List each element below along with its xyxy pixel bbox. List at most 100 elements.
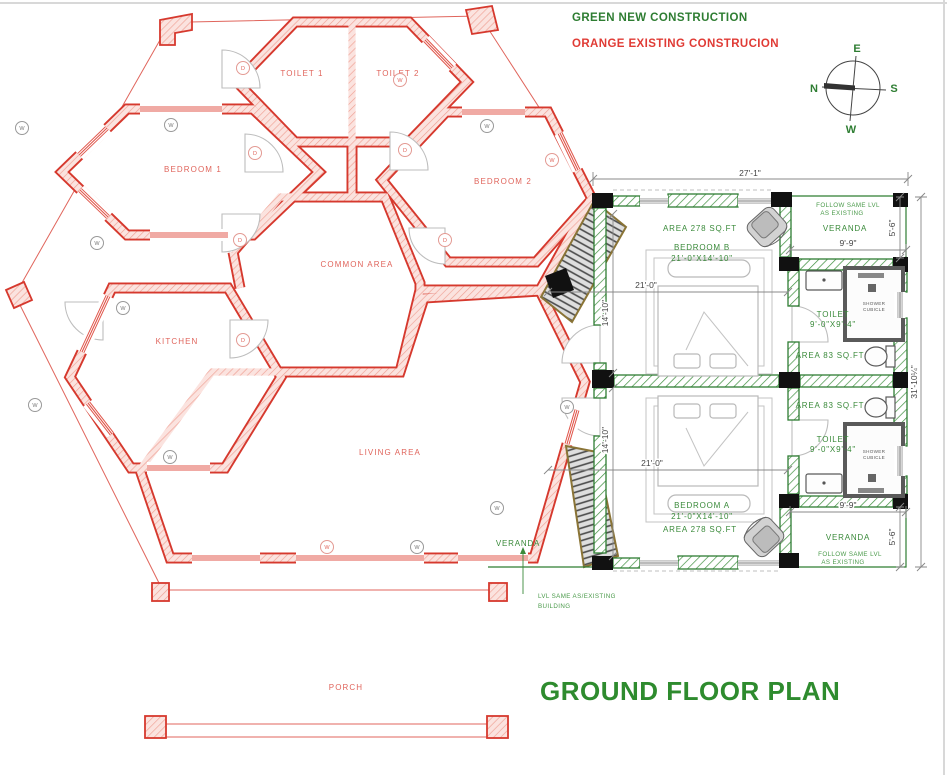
porch <box>144 715 509 739</box>
label-bedroom-a-size: 21'-0"X14'-10" <box>671 512 733 521</box>
fixtures <box>645 206 905 558</box>
roof-corner-chunk-tr <box>464 4 500 36</box>
window-tag-letter: W <box>414 545 420 551</box>
legend-new-construction: GREEN NEW CONSTRUCTION <box>572 12 748 24</box>
door-tag-badge <box>438 233 452 247</box>
roof-corner-chunk-left <box>4 280 34 310</box>
door-tag-letter: D <box>238 238 242 244</box>
label-toilet-bottom-size: 9'-0"X9'-4" <box>810 445 856 454</box>
wc-bottom <box>864 396 896 419</box>
label-veranda-bottom: VERANDA <box>826 533 870 542</box>
door-tag-letter: D <box>403 148 407 154</box>
armchair-bottom <box>743 516 785 558</box>
dim-veranda-height-bottom: 5'-6" <box>887 529 897 546</box>
dim-veranda-height-top: 5'-6" <box>887 220 897 237</box>
window-tag-badge <box>393 73 407 87</box>
bed-bedroom-b <box>645 249 773 377</box>
door-tag-letter: D <box>241 338 245 344</box>
dim-total-width: 27'-1" <box>739 168 761 178</box>
porch-column-left <box>144 715 167 739</box>
ramp-bottom <box>564 444 620 569</box>
door-tag-letter: D <box>253 151 257 157</box>
label-shower-bottom-2: CUBICLE <box>863 455 885 460</box>
sink-top <box>805 270 843 291</box>
window-tag-badge <box>480 119 494 133</box>
window-tag-badge <box>410 540 424 554</box>
window-glyph <box>81 295 109 353</box>
window-glyph <box>424 39 453 69</box>
window-tag-badge <box>545 153 559 167</box>
label-veranda-bottom-note2: AS EXISTING <box>821 559 864 566</box>
window-glyph <box>566 409 578 445</box>
leader-arrow <box>520 547 526 554</box>
door-tag-letter: D <box>443 238 447 244</box>
window-tag-letter: W <box>120 306 126 312</box>
label-shower-top-2: CUBICLE <box>863 307 885 312</box>
window-tag-letter: W <box>564 405 570 411</box>
compass-w: W <box>846 124 857 136</box>
label-toilet-bottom-area: AREA 83 SQ.FT <box>796 401 865 410</box>
dim-veranda-width-bottom: 9'-9" <box>840 500 857 510</box>
window-tag-letter: W <box>94 241 100 247</box>
label-shower-top-1: SHOWER <box>863 301 886 306</box>
compass-n: N <box>810 83 818 95</box>
porch-column-right <box>486 715 509 739</box>
window-tag-badge <box>320 540 334 554</box>
door-tag-badge <box>236 333 250 347</box>
window-glyph <box>78 127 108 156</box>
legend-existing-construction: ORANGE EXISTING CONSTRUCION <box>572 38 779 50</box>
new-construction <box>488 189 908 572</box>
dim-room-width-bottom: 21'-0" <box>641 458 663 468</box>
dim-total-height: 31'-10¼" <box>909 365 919 398</box>
compass: E S W N <box>810 43 898 136</box>
label-bedroom1: BEDROOM 1 <box>164 165 222 174</box>
label-common-area: COMMON AREA <box>321 260 394 269</box>
page-title: GROUND FLOOR PLAN <box>540 676 840 706</box>
door-tag-badge <box>236 61 250 75</box>
label-veranda-top: VERANDA <box>823 224 867 233</box>
window-tag-letter: W <box>324 545 330 551</box>
window-tag-letter: W <box>167 455 173 461</box>
window-tag-badge <box>490 501 504 515</box>
window-tag-badge <box>163 450 177 464</box>
window-tag-badge <box>164 118 178 132</box>
window-tag-badge <box>560 400 574 414</box>
label-bedroom-a: BEDROOM A <box>674 501 730 510</box>
compass-e: E <box>853 43 860 55</box>
shower-cubicle-bottom <box>843 422 905 498</box>
label-bedroom-b: BEDROOM B <box>674 243 730 252</box>
window-tag-badge <box>15 121 29 135</box>
label-veranda-top-note2: AS EXISTING <box>820 210 863 217</box>
label-bedroom2: BEDROOM 2 <box>474 177 532 186</box>
windows-layer <box>74 35 906 569</box>
label-lvl-note-2: BUILDING <box>538 603 570 610</box>
window-tag-badge <box>90 236 104 250</box>
window-tag-letter: W <box>484 124 490 130</box>
door-tag-badge <box>233 233 247 247</box>
bed-bedroom-a <box>645 395 773 523</box>
window-tag-letter: W <box>397 78 403 84</box>
label-toilet-bottom: TOILET <box>817 435 850 444</box>
label-living-area: LIVING AREA <box>359 448 421 457</box>
label-toilet-top-size: 9'-0"X9'-4" <box>810 320 856 329</box>
compass-needle <box>824 83 855 91</box>
label-kitchen: KITCHEN <box>156 337 199 346</box>
label-toilet1: TOILET 1 <box>280 69 323 78</box>
door-tag-badge <box>398 143 412 157</box>
label-veranda-top-note1: FOLLOW SAME LVL <box>816 202 880 209</box>
dim-room-height-top: 14'-10" <box>600 300 610 326</box>
window-glyph <box>79 189 109 218</box>
ramp-top-block <box>545 268 574 298</box>
dim-room-width-top: 21'-0" <box>635 280 657 290</box>
label-shower-bottom-1: SHOWER <box>863 449 886 454</box>
roof-corner-chunk-tl <box>159 12 193 46</box>
dimensions: 27'-1" 31'-10¼" 5'-6" 9'-9" 5'-6" 9'-9" … <box>543 167 927 572</box>
window-tag-letter: W <box>32 403 38 409</box>
wc-top <box>864 345 896 368</box>
label-porch: PORCH <box>329 683 363 692</box>
label-lvl-note-1: LVL SAME AS/EXISTING <box>538 593 616 600</box>
veranda-column-right <box>488 582 508 602</box>
label-toilet-top: TOILET <box>817 310 850 319</box>
